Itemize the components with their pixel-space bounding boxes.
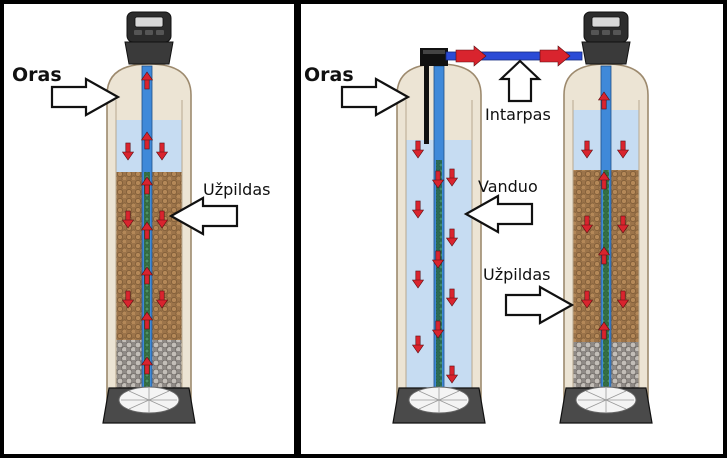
control-valve-icon bbox=[124, 11, 174, 65]
connector-pipe bbox=[445, 45, 583, 67]
right-air-label: Oras bbox=[304, 64, 354, 86]
right-gap-label: Intarpas bbox=[485, 105, 551, 124]
right-tank-a bbox=[396, 48, 482, 405]
pointer-arrow-icon bbox=[498, 59, 542, 103]
right-tank-b bbox=[563, 63, 649, 405]
right-media-label: Užpildas bbox=[483, 265, 551, 284]
distributor-icon bbox=[102, 386, 196, 424]
left-media-label: Užpildas bbox=[203, 180, 271, 199]
distributor-icon bbox=[559, 386, 653, 424]
left-air-label: Oras bbox=[12, 64, 62, 86]
right-water-label: Vanduo bbox=[478, 177, 538, 196]
control-valve-icon bbox=[581, 11, 631, 65]
distributor-icon bbox=[392, 386, 486, 424]
